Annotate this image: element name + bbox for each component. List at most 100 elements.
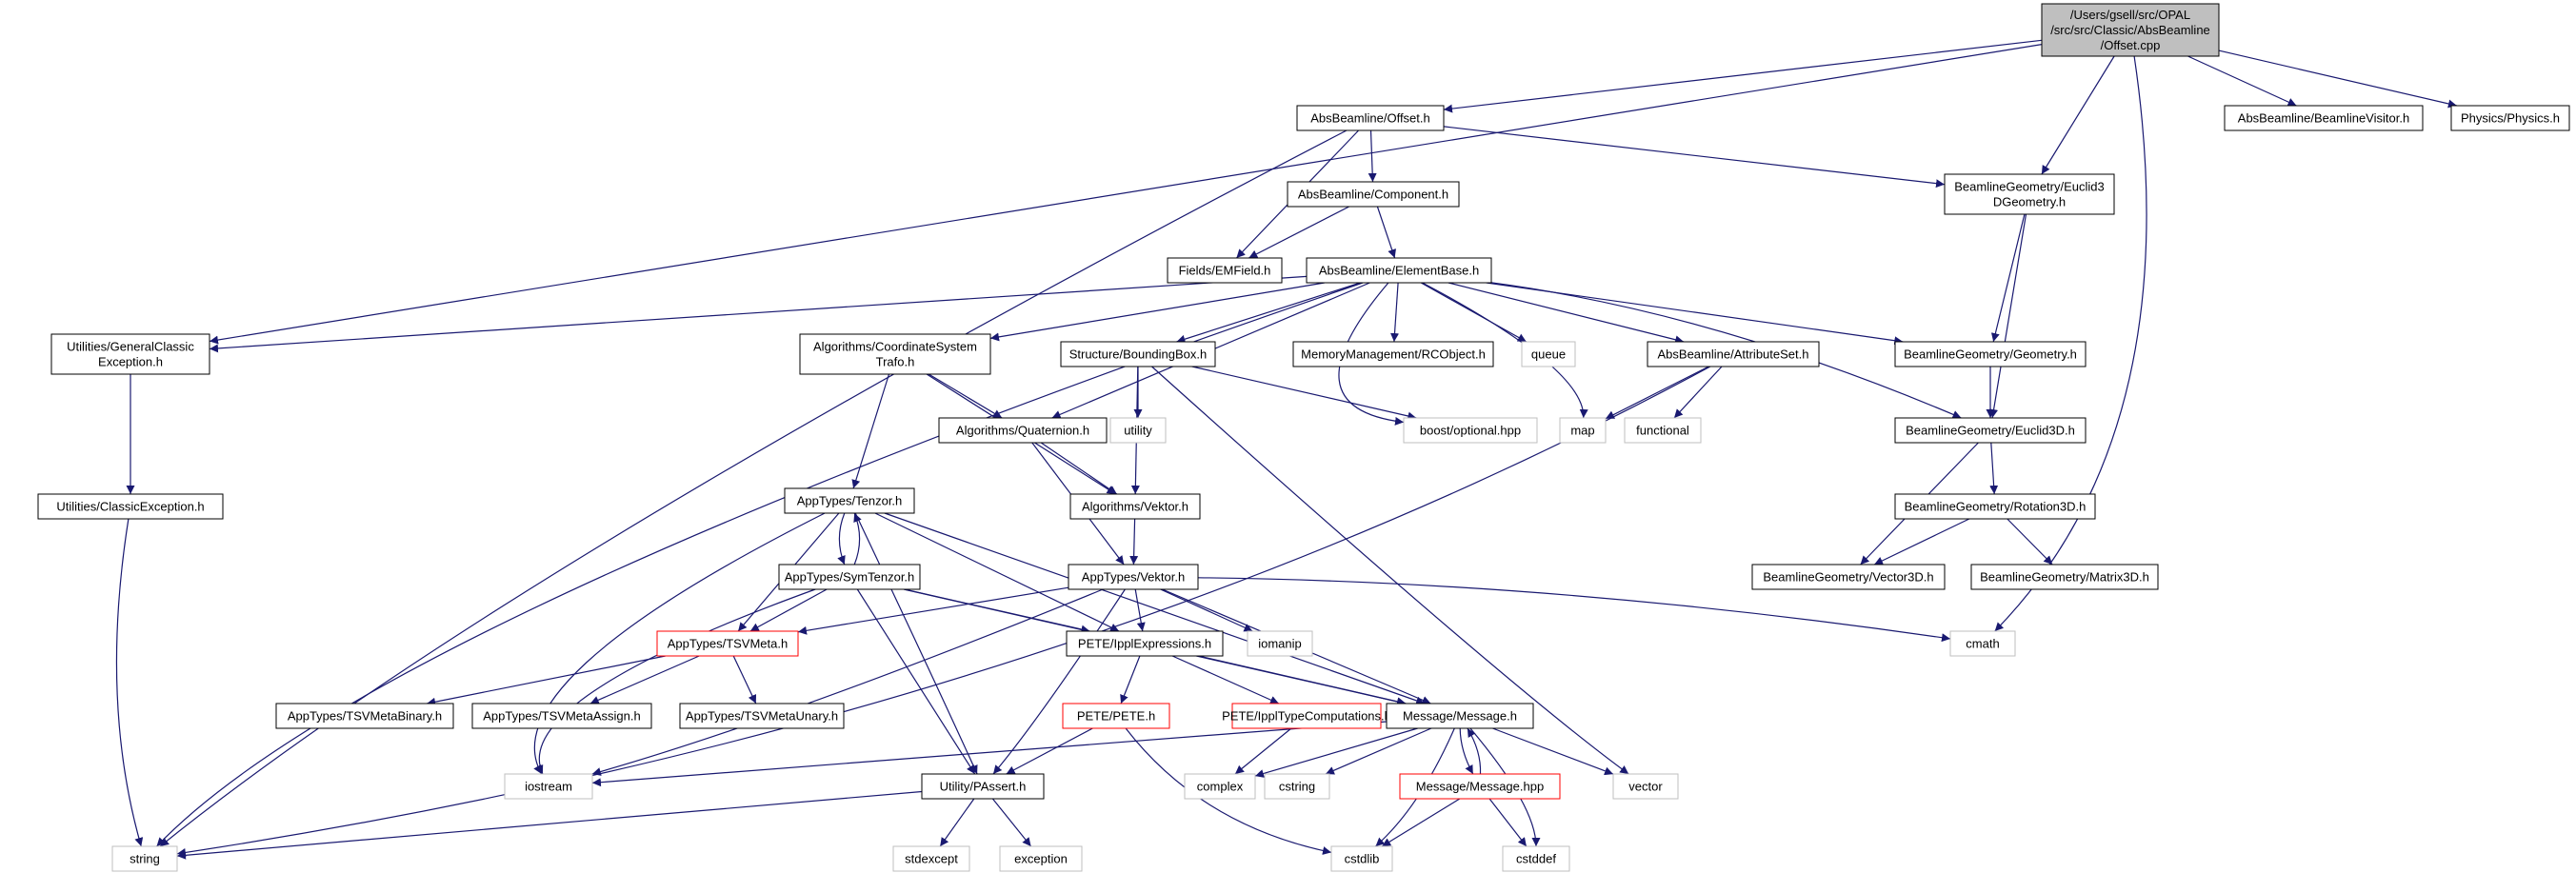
- node-ippltypecomp[interactable]: PETE/IpplTypeComputations.h: [1222, 703, 1391, 729]
- node-box-matrix3d: [1970, 564, 2159, 590]
- edge-offset_h-to-string: [159, 129, 1348, 847]
- node-box-euclid3d: [1894, 417, 2087, 444]
- node-tsvmeta[interactable]: AppTypes/TSVMeta.h: [656, 630, 799, 657]
- node-elementbase[interactable]: AbsBeamline/ElementBase.h: [1306, 257, 1492, 284]
- node-euclid3d[interactable]: BeamlineGeometry/Euclid3D.h: [1894, 417, 2087, 444]
- node-geometry[interactable]: BeamlineGeometry/Geometry.h: [1894, 341, 2087, 367]
- edge-root-to-offset_h: [1443, 39, 2043, 113]
- node-quaternion[interactable]: Algorithms/Quaternion.h: [938, 417, 1108, 444]
- node-emfield[interactable]: Fields/EMField.h: [1167, 257, 1283, 284]
- node-appvektor[interactable]: AppTypes/Vektor.h: [1068, 564, 1199, 590]
- node-offset_h[interactable]: AbsBeamline/Offset.h: [1296, 105, 1445, 131]
- node-tenzor[interactable]: AppTypes/Tenzor.h: [784, 487, 915, 514]
- node-label-root: /Users/gsell/src/OPAL: [2070, 8, 2190, 22]
- node-message_h[interactable]: Message/Message.h: [1386, 703, 1534, 729]
- node-box-geometry: [1894, 341, 2087, 367]
- node-classicexc[interactable]: Utilities/ClassicException.h: [37, 493, 224, 520]
- node-boundingbox[interactable]: Structure/BoundingBox.h: [1060, 341, 1216, 367]
- node-component[interactable]: AbsBeamline/Component.h: [1287, 181, 1460, 208]
- node-box-boostoptional: [1403, 417, 1538, 444]
- edge-euclid3d-to-rotation3d: [1989, 442, 1999, 495]
- node-label-rotation3d: BeamlineGeometry/Rotation3D.h: [1905, 500, 2087, 514]
- node-symtenzor[interactable]: AppTypes/SymTenzor.h: [778, 564, 921, 590]
- node-label-message_h: Message/Message.h: [1403, 709, 1517, 724]
- edge-appvektor-to-tsvmeta: [797, 586, 1069, 635]
- edge-ipplexpr-to-pete: [1120, 655, 1141, 704]
- node-beamline_visitor[interactable]: AbsBeamline/BeamlineVisitor.h: [2224, 105, 2424, 131]
- node-box-message_hpp: [1399, 773, 1561, 800]
- node-label-rcobject: MemoryManagement/RCObject.h: [1301, 347, 1486, 362]
- edge-pete-to-cstdlib: [1125, 727, 1332, 855]
- edge-tenzor-to-message_h: [884, 512, 1426, 705]
- node-matrix3d[interactable]: BeamlineGeometry/Matrix3D.h: [1970, 564, 2159, 590]
- node-label-classicexc: Utilities/ClassicException.h: [56, 500, 204, 514]
- edge-elementbase-to-queue: [1420, 282, 1528, 343]
- node-label-queue: queue: [1531, 347, 1566, 362]
- edge-attributeset-to-string: [176, 366, 1711, 857]
- node-box-rotation3d: [1894, 493, 2096, 520]
- node-passert[interactable]: Utility/PAssert.h: [921, 773, 1045, 800]
- node-map: map: [1559, 417, 1607, 444]
- node-iomanip: iomanip: [1247, 630, 1313, 657]
- nodes-layer: /Users/gsell/src/OPAL/src/src/Classic/Ab…: [37, 3, 2570, 872]
- node-label-euclid3dgeom: BeamlineGeometry/Euclid3: [1954, 180, 2105, 194]
- edge-passert-to-string: [176, 790, 923, 860]
- node-rcobject[interactable]: MemoryManagement/RCObject.h: [1292, 341, 1494, 367]
- node-pete[interactable]: PETE/PETE.h: [1062, 703, 1170, 729]
- node-label-exception: exception: [1014, 852, 1068, 866]
- node-message_hpp[interactable]: Message/Message.hpp: [1399, 773, 1561, 800]
- node-label-genclassicexc: Utilities/GeneralClassic: [67, 340, 194, 354]
- node-label-offset_h: AbsBeamline/Offset.h: [1310, 111, 1430, 126]
- node-label-passert: Utility/PAssert.h: [940, 780, 1027, 794]
- node-label-attributeset: AbsBeamline/AttributeSet.h: [1658, 347, 1809, 362]
- edge-elementbase-to-string: [156, 282, 1364, 847]
- node-cstddef: cstddef: [1502, 845, 1570, 872]
- node-label-algvektor: Algorithms/Vektor.h: [1082, 500, 1188, 514]
- node-ipplexpr[interactable]: PETE/IpplExpressions.h: [1066, 630, 1224, 657]
- node-box-tenzor: [784, 487, 915, 514]
- node-label-coordsys: Trafo.h: [876, 355, 915, 369]
- node-box-cstdlib: [1330, 845, 1393, 872]
- node-tsvassign[interactable]: AppTypes/TSVMetaAssign.h: [471, 703, 652, 729]
- node-vector3d[interactable]: BeamlineGeometry/Vector3D.h: [1751, 564, 1946, 590]
- edge-coordsys-to-tenzor: [851, 373, 890, 489]
- node-box-map: [1559, 417, 1607, 444]
- node-box-complex: [1184, 773, 1256, 800]
- edge-message_h-to-iostream: [591, 721, 1388, 787]
- node-label-euclid3dgeom: DGeometry.h: [1993, 195, 2066, 209]
- node-box-ippltypecomp: [1231, 703, 1382, 729]
- edge-appvektor-to-passert: [992, 588, 1126, 775]
- node-box-functional: [1624, 417, 1702, 444]
- edge-message_h-to-message_hpp: [1459, 727, 1474, 775]
- node-complex: complex: [1184, 773, 1256, 800]
- node-label-map: map: [1570, 424, 1594, 438]
- node-box-beamline_visitor: [2224, 105, 2424, 131]
- node-attributeset[interactable]: AbsBeamline/AttributeSet.h: [1647, 341, 1820, 367]
- node-box-emfield: [1167, 257, 1283, 284]
- edge-component-to-emfield: [1248, 206, 1349, 259]
- edge-attributeset-to-map: [1605, 366, 1709, 420]
- node-utility: utility: [1109, 417, 1167, 444]
- node-label-tenzor: AppTypes/Tenzor.h: [797, 494, 903, 508]
- node-tsvbinary[interactable]: AppTypes/TSVMetaBinary.h: [275, 703, 454, 729]
- edge-message_h-to-complex: [1254, 727, 1418, 778]
- node-physics[interactable]: Physics/Physics.h: [2450, 105, 2570, 131]
- node-tsvunary[interactable]: AppTypes/TSVMetaUnary.h: [679, 703, 845, 729]
- node-label-coordsys: Algorithms/CoordinateSystem: [813, 340, 977, 354]
- edge-tenzor-to-passert: [854, 512, 978, 775]
- node-label-cstring: cstring: [1279, 780, 1315, 794]
- edge-rotation3d-to-matrix3d: [2007, 518, 2053, 565]
- node-label-genclassicexc: Exception.h: [98, 355, 163, 369]
- node-box-tsvmeta: [656, 630, 799, 657]
- node-root[interactable]: /Users/gsell/src/OPAL/src/src/Classic/Ab…: [2041, 3, 2220, 57]
- node-label-cstdlib: cstdlib: [1345, 852, 1380, 866]
- edge-rotation3d-to-vector3d: [1873, 518, 1970, 565]
- edge-passert-to-stdexcept: [939, 798, 975, 847]
- edge-offset_h-to-euclid3dgeom: [1443, 126, 1946, 188]
- edge-elementbase-to-attributeset: [1448, 282, 1685, 345]
- node-algvektor[interactable]: Algorithms/Vektor.h: [1069, 493, 1201, 520]
- node-rotation3d[interactable]: BeamlineGeometry/Rotation3D.h: [1894, 493, 2096, 520]
